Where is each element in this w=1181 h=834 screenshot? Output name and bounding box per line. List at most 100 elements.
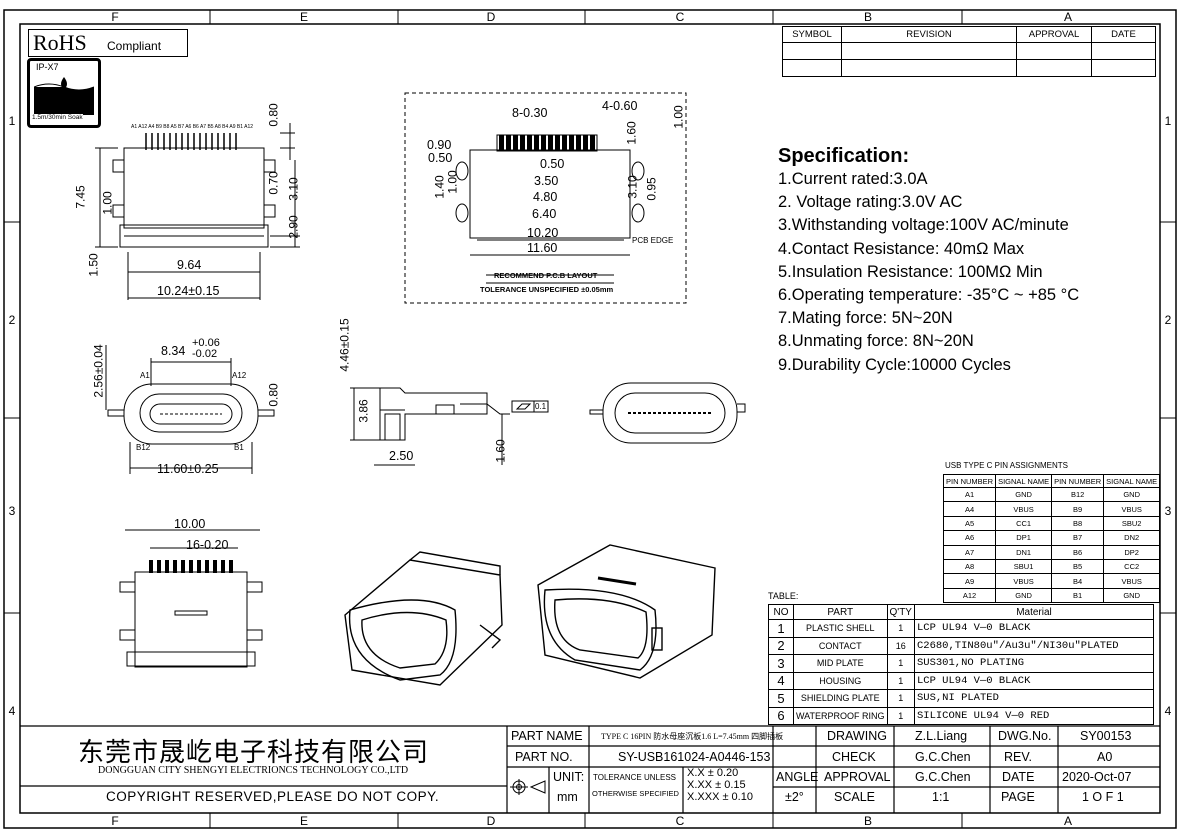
dim-pcb-100: 1.00 [671, 105, 686, 129]
spec-line: 1.Current rated:3.0A [778, 170, 928, 188]
zone-letter-bottom-d: D [486, 814, 496, 828]
pin-label-a12: A12 [232, 371, 247, 380]
parts-cell: LCP UL94 V—0 BLACK [913, 671, 1155, 690]
spec-line: 6.Operating temperature: -35°C ~ +85 °C [778, 286, 1080, 305]
dim-pcb-1020: 10.20 [527, 226, 559, 240]
scale-label: SCALE [834, 790, 875, 804]
dim-pcb-pitch: 8-0.30 [512, 106, 548, 120]
tolerance-3: X.XXX ± 0.10 [687, 791, 753, 803]
zone-letter-bottom-c: C [675, 814, 685, 828]
pcb-edge-label: PCB EDGE [632, 236, 674, 245]
spec-line: 8.Unmating force: 8N~20N [778, 332, 974, 351]
zone-letter-bottom-a: A [1063, 814, 1072, 828]
tolerance-1: X.X ± 0.20 [687, 767, 739, 779]
spec-line: 5.Insulation Resistance: 100MΩ Min [778, 262, 1043, 281]
tolerance-label-1: TOLERANCE UNLESS [593, 773, 676, 782]
isometric-view-right [537, 544, 716, 679]
dim-pcb-050b: 0.50 [540, 157, 565, 171]
dim-side-160: 1.60 [493, 439, 508, 463]
dim-pcb-100b: 1.00 [445, 170, 460, 194]
dim-front-tol-down: -0.02 [192, 348, 218, 360]
tolerance-label-2: OTHERWISE SPECIFIED [592, 789, 679, 798]
part-no-label: PART NO. [515, 750, 573, 764]
parts-cell: SILICONE UL94 V—0 RED [913, 706, 1155, 725]
dim-front-width: 11.60±0.25 [157, 462, 219, 476]
rohs-compliant-text: Compliant [107, 39, 162, 53]
parts-cell: 1 [886, 706, 915, 725]
rohs-text: RoHS [33, 30, 87, 55]
scale-value: 1:1 [932, 790, 950, 804]
zone-number-right-3: 3 [1164, 504, 1172, 518]
dim-bottom-pitch: 16-0.20 [186, 538, 229, 552]
pcb-layout-tolerance: TOLERANCE UNSPECIFIED ±0.05mm [480, 285, 614, 294]
parts-cell: 2 [768, 636, 794, 655]
rev-value: A0 [1097, 750, 1113, 764]
specification-title: Specification: [778, 145, 910, 167]
zone-letter-top-c: C [675, 10, 685, 24]
parts-cell: 6 [768, 706, 794, 725]
top-view-drawing [95, 123, 300, 300]
dim-pcb-310: 3.10 [625, 175, 640, 199]
isometric-view-left [344, 551, 503, 686]
parts-cell: 1 [768, 619, 794, 638]
zone-number-left-2: 2 [8, 313, 16, 327]
parts-header: Q'TY [886, 604, 915, 620]
dim-pcb-140: 1.40 [432, 175, 447, 199]
pin-label-a1: A1 [140, 371, 150, 380]
pin-cell: GND [1103, 587, 1161, 604]
dim-pcb-050a: 0.50 [428, 151, 453, 165]
flatness-value: 0.1 [535, 402, 547, 411]
ip-soak-label: 1.5m/30min Soak [32, 114, 83, 121]
dim-pcb-640: 6.40 [532, 207, 557, 221]
copyright-notice: COPYRIGHT RESERVED,PLEASE DO NOT COPY. [106, 789, 440, 804]
dim-front-tol-up: +0.06 [192, 337, 220, 349]
pin-cell: B7 [1051, 530, 1105, 546]
water-drop-icon [34, 77, 94, 115]
ip-rating-label: IP-X7 [36, 62, 59, 72]
company-name-en: DONGGUAN CITY SHENGYI ELECTRIONCS TECHNO… [98, 765, 409, 776]
zone-number-right-1: 1 [1164, 114, 1172, 128]
spec-line: 9.Durability Cycle:10000 Cycles [778, 355, 1011, 374]
dim-side-446: 4.46±0.15 [337, 318, 352, 372]
parts-header: Material [913, 604, 1155, 620]
dim-side-250: 2.50 [389, 449, 414, 463]
angle-label: ANGLE [776, 770, 819, 784]
dim-top-width: 10.24±0.15 [157, 284, 220, 298]
dim-front-080: 0.80 [266, 383, 281, 407]
dim-pcb-460: 4-0.60 [602, 99, 638, 113]
dim-top-290: 2.90 [286, 215, 301, 239]
zone-letter-top-a: A [1063, 10, 1072, 24]
zone-number-left-1: 1 [8, 114, 16, 128]
approval-value: G.C.Chen [915, 770, 971, 784]
dim-pcb-090: 0.90 [427, 138, 452, 152]
zone-number-right-4: 4 [1164, 704, 1172, 718]
rev-label: REV. [1004, 750, 1033, 764]
zone-letter-top-e: E [299, 10, 308, 24]
company-name-cn: 东莞市晟屹电子科技有限公司 [78, 738, 430, 767]
drawing-value: Z.L.Liang [915, 729, 968, 743]
dim-pcb-160: 1.60 [624, 121, 639, 145]
spec-line: 7.Mating force: 5N~20N [778, 309, 953, 328]
dim-front-width-main: 8.34 [161, 344, 186, 358]
pin-cell: B12 [1051, 486, 1105, 503]
projection-symbol-icon [510, 779, 546, 795]
dim-top-080: 0.80 [266, 103, 281, 127]
spec-line: 2. Voltage rating:3.0V AC [778, 193, 963, 212]
zone-letter-top-f: F [111, 10, 119, 24]
dim-front-height: 2.56±0.04 [91, 344, 106, 398]
approval-label: APPROVAL [824, 770, 891, 784]
part-no-value: SY-USB161024-A0446-153 [618, 750, 771, 764]
dim-top-964: 9.64 [177, 258, 202, 272]
pin-label-b1: B1 [234, 443, 244, 452]
specification-block: Specification: 1.Current rated:3.0A 2. V… [778, 144, 1079, 377]
pin-assignments-title: USB TYPE C PIN ASSIGNMENTS [945, 461, 1068, 470]
pin-cell: B1 [1051, 587, 1105, 604]
front-view-drawing [105, 345, 275, 474]
dim-top-pin-labels: A1 A12 A4 B9 B8 A5 B7 A6 B6 A7 B5 A8 B4 … [131, 124, 254, 130]
drawing-label: DRAWING [827, 729, 887, 743]
angle-value: ±2° [785, 790, 804, 804]
